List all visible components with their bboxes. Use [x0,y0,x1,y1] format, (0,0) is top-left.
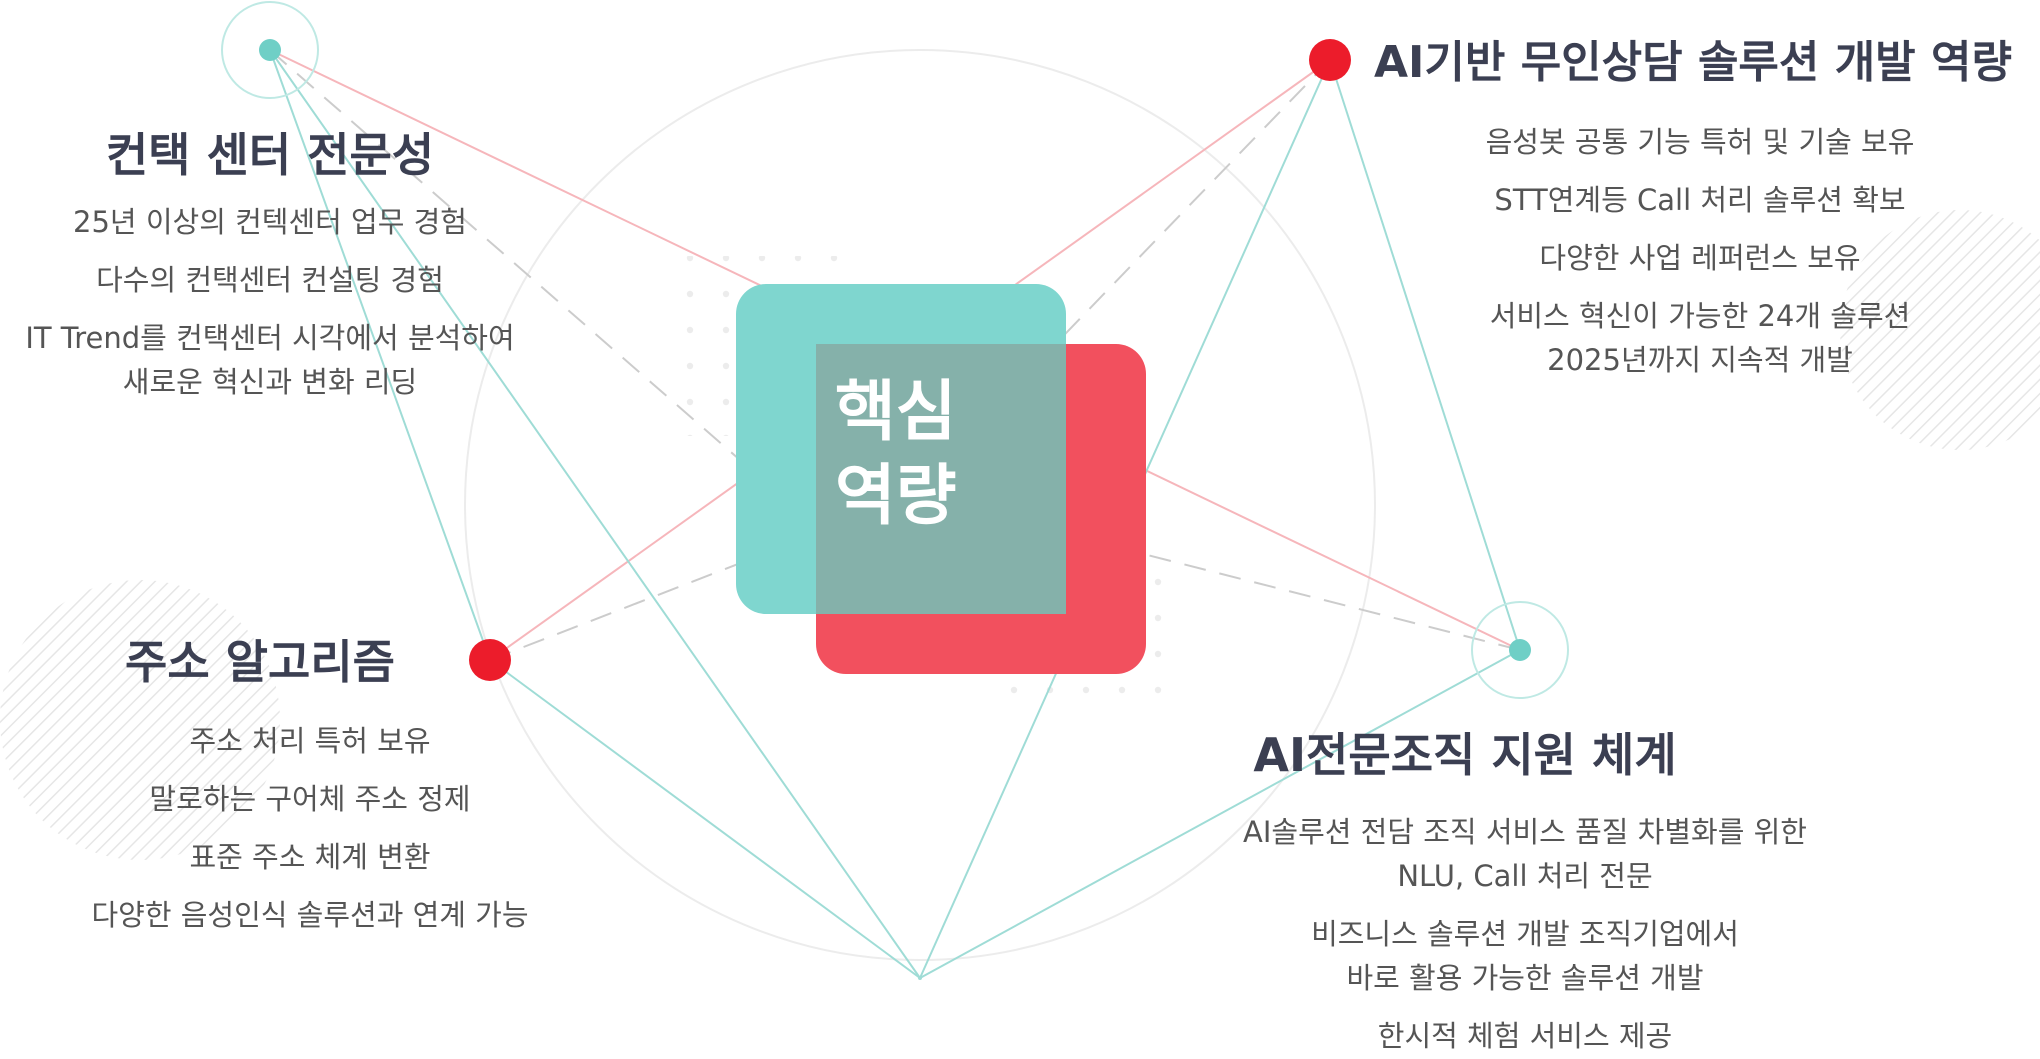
node-ai-unmanned [1309,39,1351,81]
ai-org-line-1: AI솔루션 전담 조직 서비스 품질 차별화를 위한 [1243,815,1807,849]
outer-ring [464,49,1376,961]
address-line-2: 말로하는 구어체 주소 정제 [149,782,471,816]
block-ai-unmanned-lines: 음성봇 공통 기능 특허 및 기술 보유 STT연계등 Call 처리 솔루션 … [1370,120,2030,382]
ai-org-line-2: NLU, Call 처리 전문 [1397,859,1653,893]
hatch-disc-right [1840,210,2040,450]
center-label: 핵심 역량 [835,370,995,538]
ai-org-line-4: 바로 활용 가능한 솔루션 개발 [1346,961,1704,995]
center-label-line-1: 핵심 [835,373,957,450]
contact-line-1: 25년 이상의 컨텍센터 업무 경험 [73,205,467,239]
ai-unmanned-line-1: 음성봇 공통 기능 특허 및 기술 보유 [1485,125,1915,159]
block-ai-org-title: AI전문조직 지원 체계 [1253,728,1677,782]
ai-org-line-3: 비즈니스 솔루션 개발 조직기업에서 [1311,917,1739,951]
ai-unmanned-line-4: 서비스 혁신이 가능한 24개 솔루션 [1489,299,1911,333]
block-ai-org: AI전문조직 지원 체계 AI솔루션 전담 조직 서비스 품질 차별화를 위한 … [1205,720,1845,1058]
block-contact-center-lines: 25년 이상의 컨텍센터 업무 경험 다수의 컨택센터 컨설팅 경험 IT Tr… [0,200,540,404]
node-bottom-vertex [918,976,922,980]
overlap-region [816,344,1066,614]
ai-org-line-5: 한시적 체험 서비스 제공 [1377,1019,1673,1053]
contact-line-3: IT Trend를 컨택센터 시각에서 분석하여 [25,321,515,355]
ai-unmanned-line-5: 2025년까지 지속적 개발 [1547,343,1853,377]
block-contact-center-title: 컨택 센터 전문성 [105,128,435,182]
block-address: 주소 알고리즘 주소 처리 특허 보유 말로하는 구어체 주소 정제 표준 주소… [40,627,580,937]
block-address-title: 주소 알고리즘 [125,635,395,689]
block-contact-center: 컨택 센터 전문성 25년 이상의 컨텍센터 업무 경험 다수의 컨택센터 컨설… [0,120,540,404]
address-line-1: 주소 처리 특허 보유 [189,724,431,758]
address-line-3: 표준 주소 체계 변환 [189,840,431,874]
contact-line-2: 다수의 컨택센터 컨설팅 경험 [96,263,444,297]
ai-unmanned-line-2: STT연계등 Call 처리 솔루션 확보 [1494,183,1906,217]
center-label-line-2: 역량 [835,457,957,534]
block-ai-unmanned-title: AI기반 무인상담 솔루션 개발 역량 [1374,37,2012,88]
address-line-4: 다양한 음성인식 솔루션과 연계 가능 [91,898,529,932]
hatch-disc-left [0,580,280,860]
ai-unmanned-line-3: 다양한 사업 레퍼런스 보유 [1539,241,1861,275]
contact-line-4: 새로운 혁신과 변화 리딩 [122,365,418,399]
node-address [469,639,511,681]
block-address-lines: 주소 처리 특허 보유 말로하는 구어체 주소 정제 표준 주소 체계 변환 다… [40,719,580,937]
block-ai-org-lines: AI솔루션 전담 조직 서비스 품질 차별화를 위한 NLU, Call 처리 … [1205,810,1845,1058]
node-contact-center [221,1,319,99]
node-ai-org [1471,601,1569,699]
block-ai-unmanned: AI기반 무인상담 솔루션 개발 역량 음성봇 공통 기능 특허 및 기술 보유… [1370,28,2040,382]
